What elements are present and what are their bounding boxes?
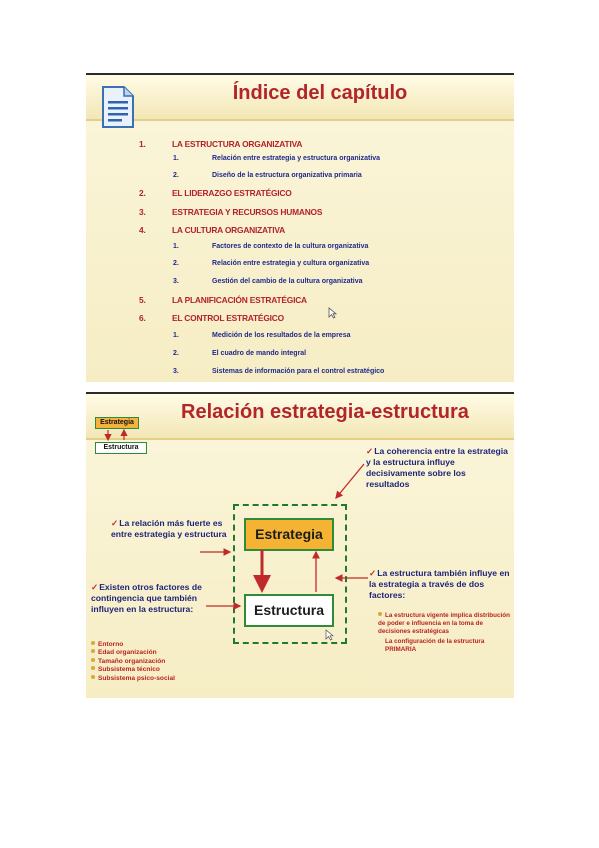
slide-title-bar [86, 75, 514, 121]
callout-estructura-influye: ✓La estructura también influye en la est… [369, 568, 510, 600]
slide-index: Índice del capítulo 1.LA ESTRUCTURA ORGA… [86, 73, 514, 382]
list-item: Entorno [91, 641, 175, 649]
estrategia-box: Estrategia [244, 518, 334, 551]
mouse-cursor-icon [328, 307, 337, 319]
bullet-icon [378, 612, 382, 616]
callout-otros-factores: ✓Existen otros factores de contingencia … [91, 582, 202, 614]
bullet-icon [91, 641, 95, 645]
bullet-icon [91, 657, 95, 662]
factors-right-list: La estructura vigente implica distribuci… [378, 612, 510, 654]
list-item: Subsistema técnico [91, 666, 175, 674]
mini-estrategia-box: Estrategia [95, 417, 139, 429]
list-item: Subsistema psico-social [91, 674, 175, 683]
slide-relacion: Relación estrategia-estructura Estrategi… [86, 392, 514, 698]
bullet-icon [91, 666, 95, 671]
callout-relacion: ✓La relación más fuerte es entre estrate… [111, 518, 227, 539]
slide-title: Relación estrategia-estructura [181, 401, 469, 423]
bullet-icon [91, 674, 95, 679]
list-item: Edad organización [91, 649, 175, 657]
estructura-box: Estructura [244, 594, 334, 627]
callout-coherencia: ✓La coherencia entre la estrategia y la … [366, 446, 508, 489]
list-item: La estructura vigente implica distribuci… [378, 612, 510, 635]
document-icon [102, 86, 134, 128]
bullet-icon [91, 649, 95, 654]
slide-title-bar [86, 394, 514, 440]
mini-estructura-box: Estructura [95, 442, 147, 454]
list-item: Tamaño organización [91, 657, 175, 666]
list-item: La configuración de la estructura PRIMAR… [385, 638, 485, 654]
slide-title: Índice del capítulo [232, 82, 408, 104]
factors-list: Entorno Edad organización Tamaño organiz… [91, 641, 175, 683]
dashed-frame [233, 504, 347, 644]
